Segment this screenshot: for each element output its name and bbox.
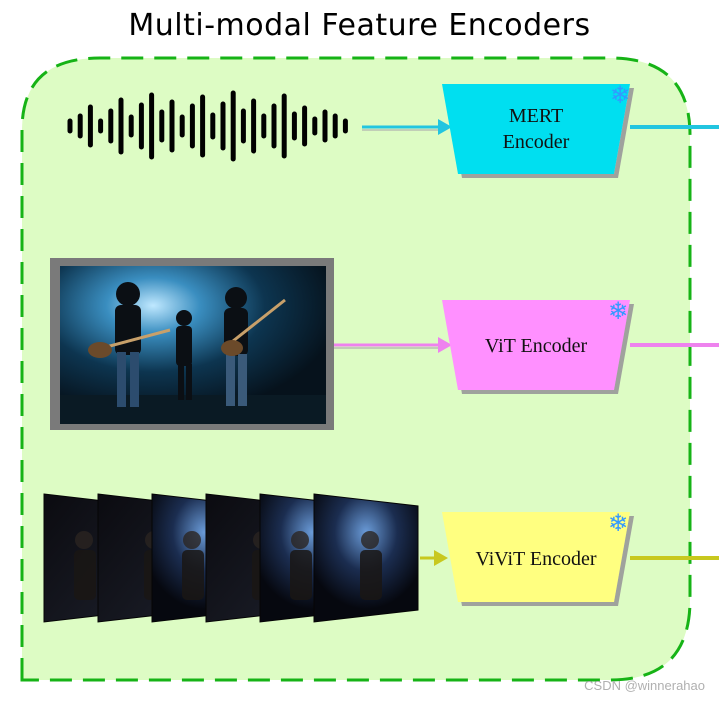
frame-figure-head [183, 531, 201, 549]
frame-figure-body [182, 550, 204, 600]
snowflake-icon: ❄ [608, 297, 628, 325]
frame-figure-head [291, 531, 309, 549]
audio-waveform-icon [67, 90, 348, 162]
video-frames-stack [43, 493, 419, 623]
svg-text:❄: ❄ [608, 509, 628, 537]
svg-text:❄: ❄ [608, 297, 628, 325]
mert-label-line2: Encoder [503, 131, 570, 153]
watermark: CSDN @winnerahao [584, 678, 705, 693]
frame-figure-body [74, 550, 96, 600]
frame-figure-head [75, 531, 93, 549]
concert-photo [50, 258, 334, 430]
snowflake-icon: ❄ [608, 509, 628, 537]
audio-arrow [362, 119, 452, 135]
mert-label-line1: MERT [509, 105, 563, 127]
diagram-title: Multi-modal Feature Encoders [128, 8, 591, 43]
image-arrow [334, 337, 452, 353]
snowflake-icon: ❄ [610, 81, 630, 109]
video-arrow [420, 550, 448, 566]
frame-figure-head [361, 531, 379, 549]
vit-label: ViT Encoder [485, 335, 588, 357]
frame-figure-body [290, 550, 312, 600]
frame-figure-body [360, 550, 382, 600]
vit-encoder: ViT Encoder ❄ [442, 297, 630, 390]
mert-encoder: MERT Encoder ❄ [442, 81, 630, 174]
vivit-label: ViViT Encoder [475, 548, 596, 570]
vivit-encoder: ViViT Encoder ❄ [442, 509, 630, 602]
svg-text:❄: ❄ [610, 81, 630, 109]
